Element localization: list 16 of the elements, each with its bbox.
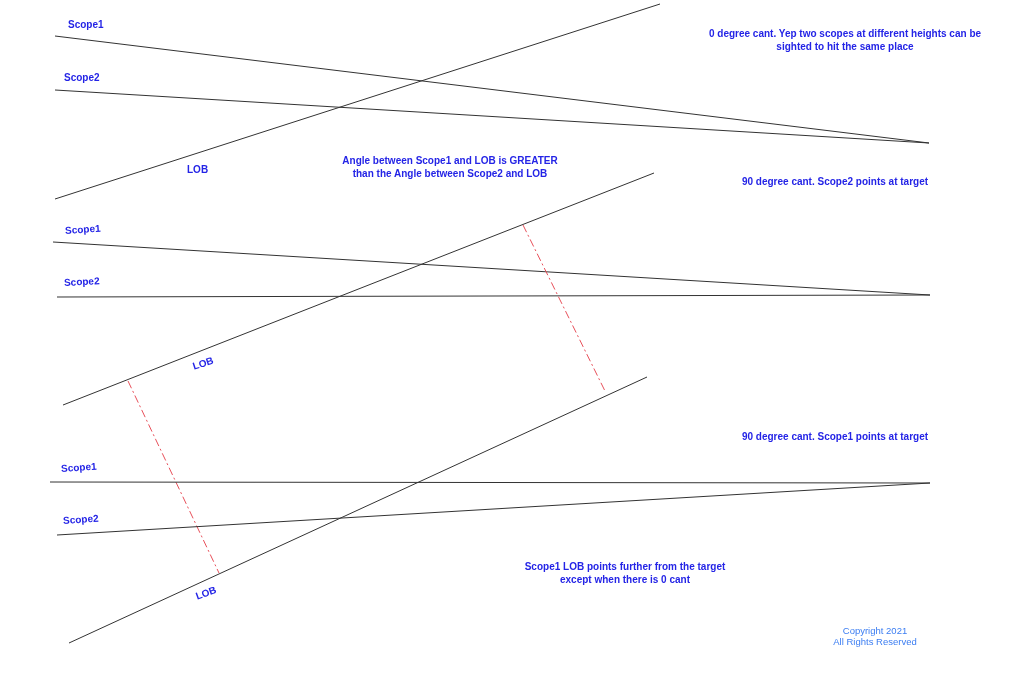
line-label: Scope1 bbox=[60, 459, 97, 475]
line-label: LOB bbox=[193, 583, 219, 603]
note: 90 degree cant. Scope2 points at target bbox=[740, 175, 930, 188]
copyright-notice: All Rights Reserved bbox=[832, 636, 918, 647]
line-label: Scope1 bbox=[64, 221, 101, 237]
line-label: Scope2 bbox=[63, 274, 100, 289]
copyright-notice: Copyright 2021 bbox=[841, 625, 909, 636]
note: 0 degree cant. Yep two scopes at different heights can be sighted to hit the same place bbox=[707, 27, 983, 53]
line-label: Scope2 bbox=[62, 511, 99, 527]
note: Scope1 LOB points further from the target except when there is 0 cant bbox=[523, 560, 727, 586]
line-label: LOB bbox=[187, 163, 209, 176]
line-label: LOB bbox=[191, 353, 216, 373]
note: Angle between Scope1 and LOB is GREATER than the Angle between Scope2 and LOB bbox=[341, 154, 559, 180]
note: 90 degree cant. Scope1 points at target bbox=[740, 430, 930, 443]
line-label: Scope1 bbox=[68, 18, 104, 31]
line-label: Scope2 bbox=[64, 71, 100, 84]
